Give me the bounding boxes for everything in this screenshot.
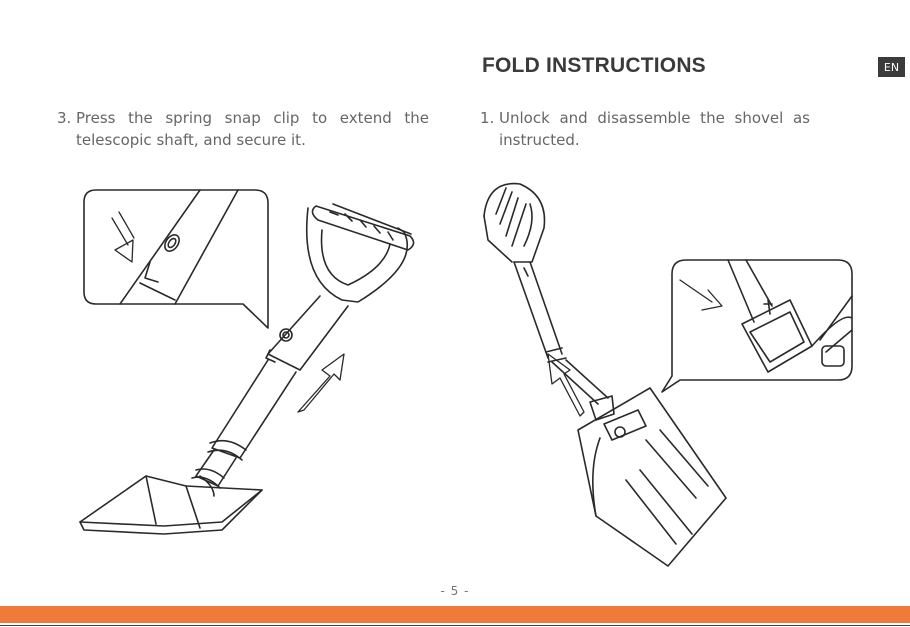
shovel-blade bbox=[578, 388, 726, 566]
page-number: - 5 - bbox=[0, 584, 910, 598]
lock-detail-callout bbox=[662, 260, 852, 392]
shaft bbox=[514, 262, 614, 420]
footer-divider bbox=[0, 625, 910, 626]
footer-accent-bar bbox=[0, 606, 910, 623]
d-grip-handle bbox=[484, 184, 545, 262]
